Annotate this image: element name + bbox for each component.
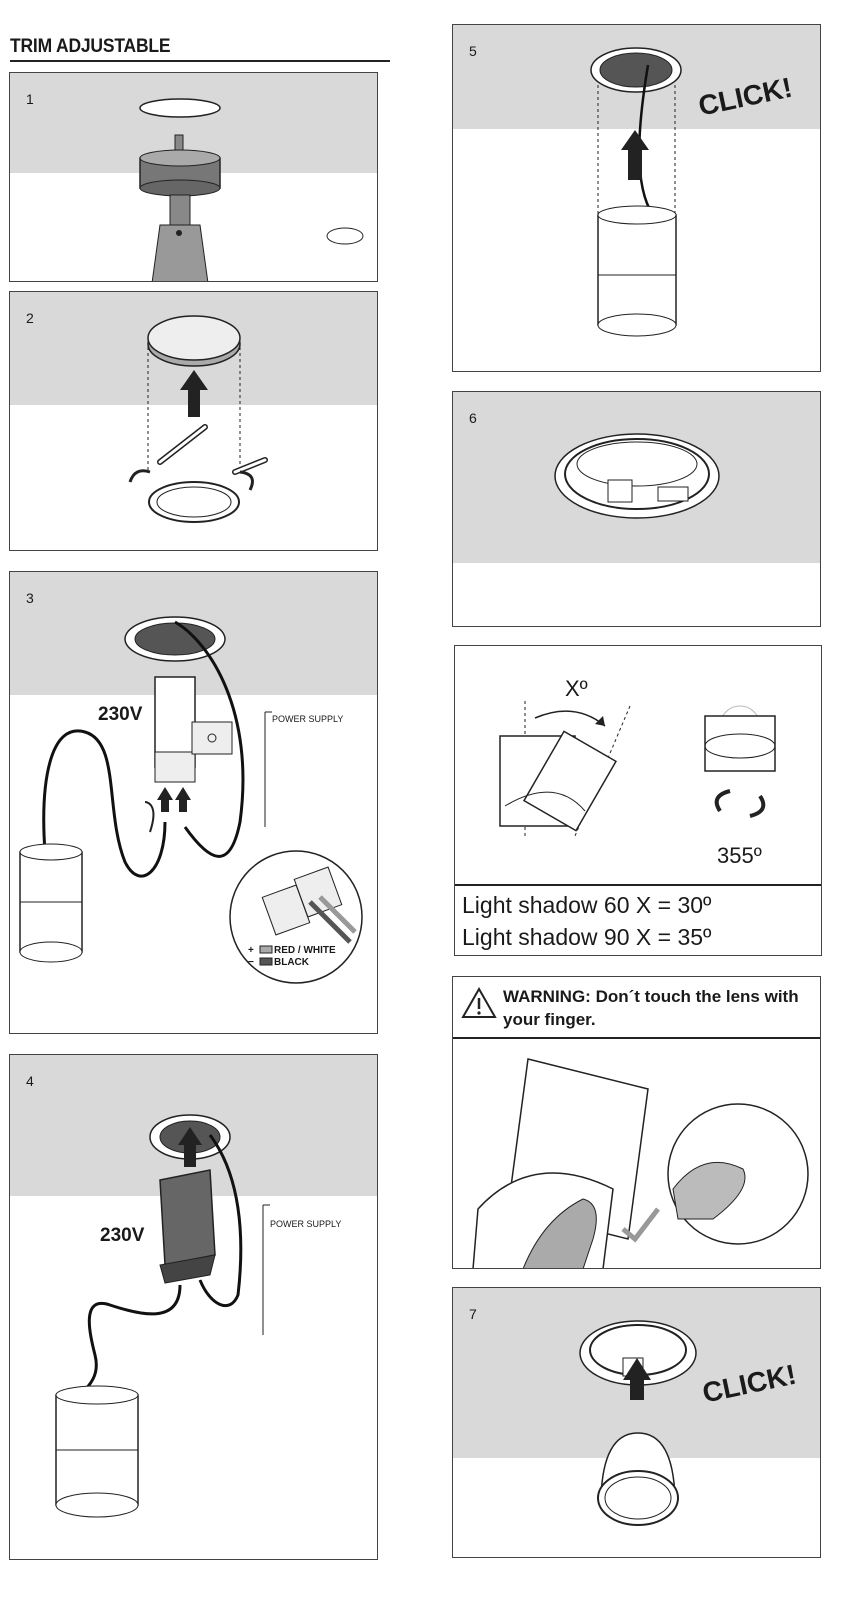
warning-panel: WARNING: Don´t touch the lens with your … — [452, 976, 821, 1269]
step-5-panel: 5 CLICK! — [452, 24, 821, 372]
rotation-angle-label: 355º — [717, 843, 762, 868]
step-5-illustration — [453, 25, 820, 337]
voltage-label: 230V — [100, 1225, 145, 1246]
step-number: 5 — [469, 43, 477, 59]
angle-table: Light shadow 60 X = 30º Light shadow 90 … — [455, 884, 821, 955]
step-1-illustration — [10, 73, 377, 281]
tilt-illustration — [499, 701, 776, 837]
step-number: 7 — [469, 1306, 477, 1322]
legend-black: BLACK — [274, 957, 309, 968]
warning-header: WARNING: Don´t touch the lens with your … — [453, 977, 820, 1039]
title-underline — [10, 60, 390, 62]
warning-label: WARNING: — [503, 987, 591, 1006]
step-1-panel: 1 — [9, 72, 378, 282]
tilt-angle-label: Xº — [565, 676, 588, 701]
step-number: 6 — [469, 410, 477, 426]
page-title: TRIM ADJUSTABLE — [10, 36, 171, 57]
warning-text: WARNING: Don´t touch the lens with your … — [503, 985, 820, 1031]
step-6-illustration — [453, 392, 820, 563]
voltage-label: 230V — [98, 704, 143, 725]
power-supply-label: POWER SUPPLY — [270, 1219, 342, 1229]
angle-row-shadow-90: Light shadow 90 X = 35º — [462, 924, 712, 950]
warning-triangle-icon — [461, 987, 497, 1018]
angle-row-shadow-60: Light shadow 60 X = 30º — [462, 892, 712, 918]
legend-minus: − — [248, 957, 254, 968]
tilt-panel: Xº 355º Light shadow 60 X = 30º Light sh… — [454, 645, 822, 956]
power-supply-label: POWER SUPPLY — [272, 714, 344, 724]
step-7-illustration — [453, 1288, 820, 1526]
warning-message: Don´t touch the lens with your finger. — [503, 987, 799, 1029]
step-4-illustration — [10, 1055, 377, 1518]
step-2-panel: 2 — [9, 291, 378, 551]
step-number: 2 — [26, 310, 34, 326]
step-2-illustration — [10, 292, 377, 523]
step-number: 3 — [26, 590, 34, 606]
step-3-illustration — [10, 572, 377, 984]
legend-red-white: RED / WHITE — [274, 945, 336, 956]
step-6-panel: 6 — [452, 391, 821, 627]
warning-illustration — [472, 1058, 809, 1268]
step-number: 1 — [26, 91, 34, 107]
step-7-panel: 7 CLICK! — [452, 1287, 821, 1558]
legend-plus: + — [248, 945, 254, 956]
step-number: 4 — [26, 1073, 34, 1089]
step-4-panel: 4 230V POWER SUPPLY — [9, 1054, 378, 1560]
step-3-panel: 3 230V POWER SUPPLY + RED / WHITE − BLAC… — [9, 571, 378, 1034]
